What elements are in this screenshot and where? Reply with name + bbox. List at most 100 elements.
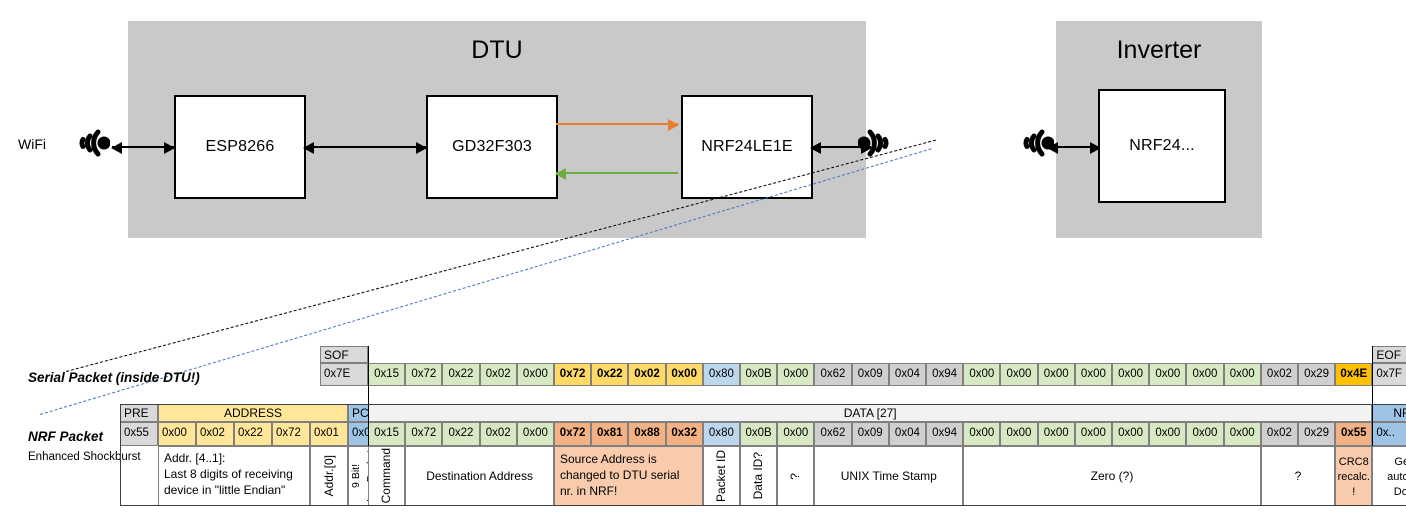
chip-gd32f303: GD32F303: [426, 95, 558, 199]
nrf-byte-19: 0x00: [1074, 422, 1112, 446]
desc-source-note-line-0: Source Address is: [560, 452, 657, 466]
chip-gd32f303-label: GD32F303: [452, 138, 532, 155]
serial-byte-14: 0x04: [888, 363, 926, 386]
desc-destination: Destination Address: [405, 446, 554, 506]
nrf-byte-3: 0x02: [479, 422, 517, 446]
chip-nrf24le1e: NRF24LE1E: [681, 95, 813, 199]
arrow-esp-gd32: [303, 142, 427, 154]
chip-nrf24-label: NRF24...: [1129, 137, 1195, 154]
nrf-byte-5: 0x72: [554, 422, 592, 446]
nrf-byte-17: 0x00: [1000, 422, 1038, 446]
block-diagram: WiFi DTU ESP8266 GD32F303 NRF24LE1E: [18, 21, 1262, 415]
desc-unix-timestamp: UNIX Time Stamp: [814, 446, 964, 506]
serial-byte-21: 0x00: [1149, 363, 1187, 386]
serial-eof-value: 0x7F: [1372, 363, 1406, 386]
nrf-byte-24: 0x02: [1260, 422, 1298, 446]
arrow-wifi-esp: [111, 142, 175, 154]
nrf-address-byte-2: 0x22: [234, 422, 272, 446]
arrow-tx-orange: [556, 119, 679, 131]
serial-byte-1: 0x72: [405, 363, 443, 386]
nrf-byte-6: 0x81: [591, 422, 629, 446]
serial-byte-5: 0x72: [554, 363, 592, 386]
nrf-byte-8: 0x32: [665, 422, 703, 446]
nrf-address-byte-0: 0x00: [158, 422, 196, 446]
connector-sof: [368, 346, 369, 446]
nrf-byte-13: 0x09: [851, 422, 889, 446]
desc-command: Command: [368, 446, 406, 506]
nrf-byte-16: 0x00: [963, 422, 1001, 446]
serial-sof-header: SOF: [320, 346, 368, 363]
desc-data-id: Data ID?: [740, 446, 778, 506]
nrf-byte-25: 0x29: [1298, 422, 1336, 446]
serial-byte-19: 0x00: [1074, 363, 1112, 386]
desc-unknown-2: ?: [1260, 446, 1336, 506]
nrf-byte-4: 0x00: [516, 422, 554, 446]
inverter-title: Inverter: [1116, 36, 1202, 64]
serial-byte-15: 0x94: [926, 363, 964, 386]
serial-byte-9: 0x80: [702, 363, 740, 386]
nrf-byte-21: 0x00: [1149, 422, 1187, 446]
desc-crc-auto-line-0: Generated: [1394, 456, 1406, 468]
serial-byte-17: 0x00: [1000, 363, 1038, 386]
desc-crc8-line-2: !: [1352, 485, 1356, 498]
arrow-antenna-nrf24: [1047, 142, 1101, 154]
arrow-rx-green: [555, 168, 678, 180]
desc-crc-auto-line-1: automatically.: [1387, 470, 1406, 483]
nrf-table-frame: [120, 404, 1406, 506]
nrf-byte-1: 0x72: [405, 422, 443, 446]
nrf-byte-11: 0x00: [777, 422, 815, 446]
serial-byte-13: 0x09: [851, 363, 889, 386]
desc-crc8: CRC8 recalc.!: [1335, 446, 1373, 506]
rf-antenna-inverter-icon: [1008, 120, 1055, 166]
desc-unknown-1: ?: [777, 446, 815, 506]
serial-byte-2: 0x22: [442, 363, 480, 386]
nrf-byte-2: 0x22: [442, 422, 480, 446]
chip-esp8266: ESP8266: [174, 95, 306, 199]
nrf-byte-20: 0x00: [1112, 422, 1150, 446]
wifi-label: WiFi: [18, 136, 46, 152]
serial-byte-3: 0x02: [479, 363, 517, 386]
nrf-packet-sub-label: Enhanced Shockburst: [28, 451, 141, 463]
desc-source-note-line-1: changed to DTU serial: [560, 468, 680, 483]
wifi-antenna-icon: [64, 120, 111, 166]
serial-packet-row-label: Serial Packet (inside DTU!): [28, 370, 200, 385]
nrf-byte-12: 0x62: [814, 422, 852, 446]
dtu-title: DTU: [471, 36, 523, 64]
serial-byte-23: 0x00: [1223, 363, 1261, 386]
nrf-byte-26: 0x55: [1335, 422, 1373, 446]
serial-byte-4: 0x00: [516, 363, 554, 386]
nrf-byte-7: 0x88: [628, 422, 666, 446]
serial-byte-0: 0x15: [368, 363, 406, 386]
nrf-byte-0: 0x15: [368, 422, 406, 446]
serial-byte-7: 0x02: [628, 363, 666, 386]
serial-byte-16: 0x00: [963, 363, 1001, 386]
nrf-pre-value: 0x55: [120, 422, 158, 446]
desc-crc8-line-0: CRC8: [1338, 456, 1369, 468]
desc-addr0: Addr.[0]: [310, 446, 348, 506]
chip-nrf24: NRF24...: [1098, 89, 1226, 203]
nrf-byte-23: 0x00: [1223, 422, 1261, 446]
nrf-byte-18: 0x00: [1037, 422, 1075, 446]
serial-byte-26: 0x4E: [1335, 363, 1373, 386]
connector-eof: [1372, 346, 1374, 446]
desc-address-note-line-2: device in "little Endian": [164, 483, 286, 498]
nrf-byte-15: 0x94: [926, 422, 964, 446]
nrf-address-byte-1: 0x02: [196, 422, 234, 446]
desc-crc8-line-1: recalc.: [1337, 470, 1370, 483]
desc-crc-auto: Generatedautomatically.Dont Care!: [1372, 446, 1406, 506]
serial-byte-20: 0x00: [1112, 363, 1150, 386]
chip-nrf24le1e-label: NRF24LE1E: [701, 138, 793, 155]
nrf-byte-14: 0x04: [888, 422, 926, 446]
serial-byte-25: 0x29: [1298, 363, 1336, 386]
chip-esp8266-label: ESP8266: [205, 138, 275, 155]
nrf-address-byte-3: 0x72: [272, 422, 310, 446]
serial-eof-header: EOF: [1372, 346, 1406, 363]
desc-address-note-line-0: Addr. [4..1]:: [164, 451, 226, 465]
nrf-address-byte-4: 0x01: [310, 422, 348, 446]
serial-byte-22: 0x00: [1186, 363, 1224, 386]
serial-byte-11: 0x00: [777, 363, 815, 386]
serial-byte-24: 0x02: [1260, 363, 1298, 386]
